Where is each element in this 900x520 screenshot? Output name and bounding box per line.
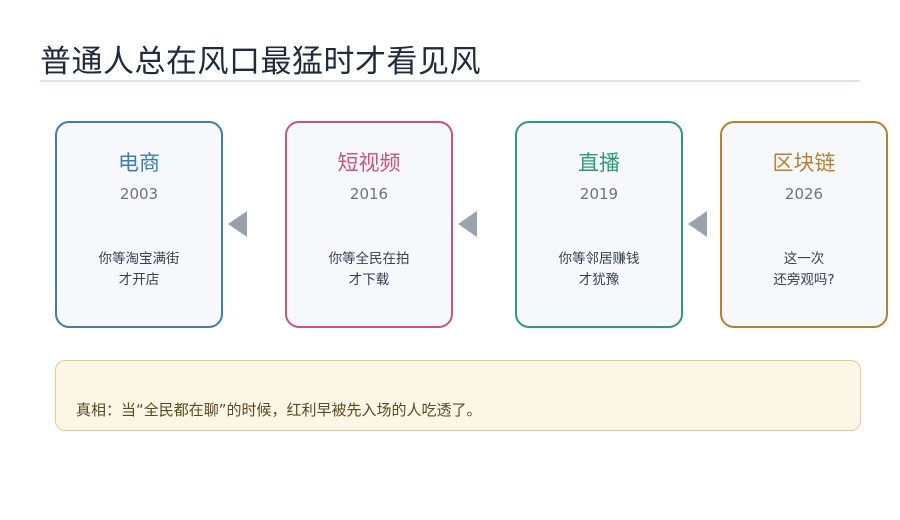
arrow-left-icon (458, 211, 477, 237)
card-note-line: 还旁观吗? (773, 272, 835, 288)
card-note: 你等邻居赚钱 才犹豫 (517, 249, 681, 291)
card-name: 电商 (118, 151, 160, 175)
card-note-line: 你等邻居赚钱 (558, 251, 640, 267)
card-note-line: 这一次 (783, 251, 825, 267)
card-note-line: 才开店 (118, 272, 160, 288)
card-note: 你等全民在拍 才下载 (287, 249, 451, 291)
card-note-line: 你等全民在拍 (328, 251, 410, 267)
card-year: 2003 (119, 185, 159, 203)
card-note: 你等淘宝满街 才开店 (57, 249, 221, 291)
card-year: 2026 (784, 185, 824, 203)
title-divider (40, 80, 860, 82)
truth-text: 真相：当“全民都在聊”的时候，红利早被先入场的人吃透了。 (76, 401, 482, 419)
card-blockchain: 区块链 2026 这一次 还旁观吗? (720, 121, 888, 328)
arrow-left-icon (228, 211, 247, 237)
arrow-left-icon (688, 211, 707, 237)
truth-callout: 真相：当“全民都在聊”的时候，红利早被先入场的人吃透了。 (55, 360, 861, 431)
card-short-video: 短视频 2016 你等全民在拍 才下载 (285, 121, 453, 328)
card-year: 2016 (349, 185, 389, 203)
card-livestream: 直播 2019 你等邻居赚钱 才犹豫 (515, 121, 683, 328)
card-note-line: 才下载 (348, 272, 390, 288)
card-year: 2019 (579, 185, 619, 203)
card-ecommerce: 电商 2003 你等淘宝满街 才开店 (55, 121, 223, 328)
card-note: 这一次 还旁观吗? (722, 249, 886, 291)
page-title: 普通人总在风口最猛时才看见风 (40, 44, 481, 80)
card-note-line: 你等淘宝满街 (98, 251, 180, 267)
card-name: 区块链 (772, 151, 836, 175)
card-note-line: 才犹豫 (578, 272, 620, 288)
card-name: 短视频 (337, 151, 401, 175)
card-name: 直播 (578, 151, 620, 175)
